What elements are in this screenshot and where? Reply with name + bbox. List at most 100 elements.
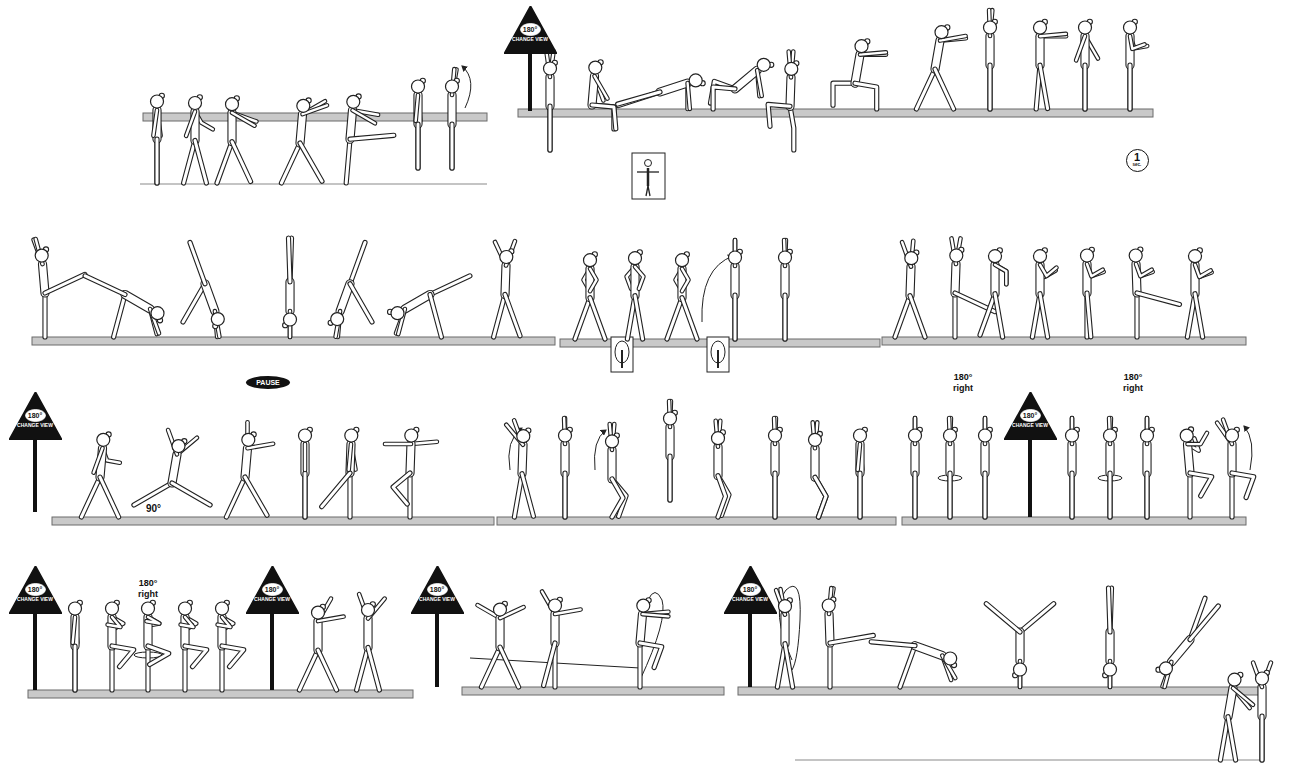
- pause-text: PAUSE: [256, 379, 280, 386]
- limb-outline: [1067, 444, 1076, 473]
- head: [1079, 21, 1092, 34]
- head: [189, 97, 202, 110]
- limb-outline: [982, 473, 987, 517]
- gymnast-figure: [478, 601, 524, 687]
- sign-triangle: [504, 6, 557, 54]
- head: [950, 249, 963, 262]
- limb: [682, 269, 689, 292]
- sign-caption: CHANGE VIEW: [254, 597, 290, 602]
- gymnast-figure: [412, 78, 426, 168]
- head: [606, 435, 619, 448]
- head: [989, 250, 1002, 263]
- limb: [114, 295, 125, 338]
- limb: [410, 444, 411, 473]
- limb-outline: [730, 266, 739, 295]
- head: [855, 40, 868, 53]
- limb-outline: [640, 643, 662, 668]
- head: [905, 252, 918, 265]
- sign-triangle: [9, 566, 62, 614]
- head: [944, 429, 957, 442]
- angle-label: 90°: [146, 503, 161, 515]
- limb-outline: [415, 124, 420, 168]
- limb-outline: [857, 473, 862, 517]
- mini-figure: [637, 171, 659, 172]
- limb: [900, 646, 915, 687]
- limb: [1136, 264, 1152, 276]
- limb-outline: [232, 142, 251, 182]
- head: [179, 602, 192, 615]
- limb-outline: [205, 284, 215, 311]
- limb-outline: [42, 293, 47, 337]
- gymnast-figure: [606, 424, 627, 517]
- limb-outline: [1259, 716, 1264, 760]
- head: [142, 602, 155, 615]
- motion-arc: [702, 256, 733, 322]
- gymnast-figure: [822, 588, 873, 687]
- limb: [1071, 473, 1074, 517]
- limb: [195, 141, 206, 184]
- sign-pole: [435, 614, 439, 687]
- limb-outline: [1188, 444, 1191, 473]
- sign-angle: 180°: [265, 586, 279, 593]
- limb: [43, 264, 46, 293]
- head: [1124, 21, 1137, 34]
- limb: [449, 95, 456, 124]
- head: [549, 599, 562, 612]
- gymnast-figure: [667, 252, 697, 339]
- limb-outline: [1107, 473, 1112, 517]
- head: [391, 307, 404, 320]
- limb-outline: [522, 474, 533, 517]
- limb: [349, 473, 352, 517]
- gymnast-figure: [328, 243, 372, 338]
- sign-dial: [262, 584, 282, 596]
- limb: [1084, 65, 1087, 109]
- limb-outline: [245, 448, 248, 477]
- limb-outline: [81, 477, 100, 517]
- limb-outline: [637, 643, 642, 687]
- head: [785, 62, 798, 75]
- head: [299, 429, 312, 442]
- limb-outline: [218, 617, 231, 627]
- gymnast-figure: [184, 95, 213, 183]
- limb: [1188, 444, 1191, 473]
- limb: [1076, 36, 1085, 60]
- limb-outline: [830, 635, 873, 643]
- head: [1180, 429, 1193, 442]
- gymnast-figure: [916, 25, 966, 109]
- gymnast-figure: [559, 418, 573, 517]
- gymnast-figure: [664, 401, 678, 500]
- limb-outline: [1232, 473, 1254, 498]
- gymnast-figure: [183, 243, 224, 338]
- head: [345, 429, 358, 442]
- limb: [916, 69, 935, 109]
- limb-outline: [349, 444, 351, 470]
- sign-triangle: [9, 392, 62, 440]
- limb-outline: [827, 643, 832, 687]
- limb-outline: [357, 648, 368, 691]
- limb: [300, 143, 322, 181]
- limb-outline: [495, 618, 504, 647]
- head: [35, 249, 48, 262]
- limb: [147, 617, 160, 624]
- head: [854, 429, 867, 442]
- limb-outline: [368, 648, 379, 691]
- limb: [154, 110, 161, 139]
- limb-outline: [393, 473, 410, 504]
- limb-outline: [660, 83, 688, 92]
- limb: [1087, 293, 1091, 337]
- sign-triangle: [1004, 392, 1057, 440]
- head: [944, 652, 957, 665]
- head: [412, 80, 425, 93]
- limb: [385, 443, 411, 445]
- limb: [688, 83, 690, 109]
- limb: [552, 614, 559, 643]
- limb: [181, 617, 194, 627]
- limb-outline: [1195, 265, 1212, 277]
- head: [151, 95, 164, 108]
- head: [935, 26, 948, 39]
- limb: [1229, 444, 1236, 473]
- limb-outline: [385, 442, 411, 447]
- gymnast-figure: [385, 427, 437, 517]
- limb-outline: [1144, 473, 1149, 517]
- limb-outline: [1076, 36, 1085, 60]
